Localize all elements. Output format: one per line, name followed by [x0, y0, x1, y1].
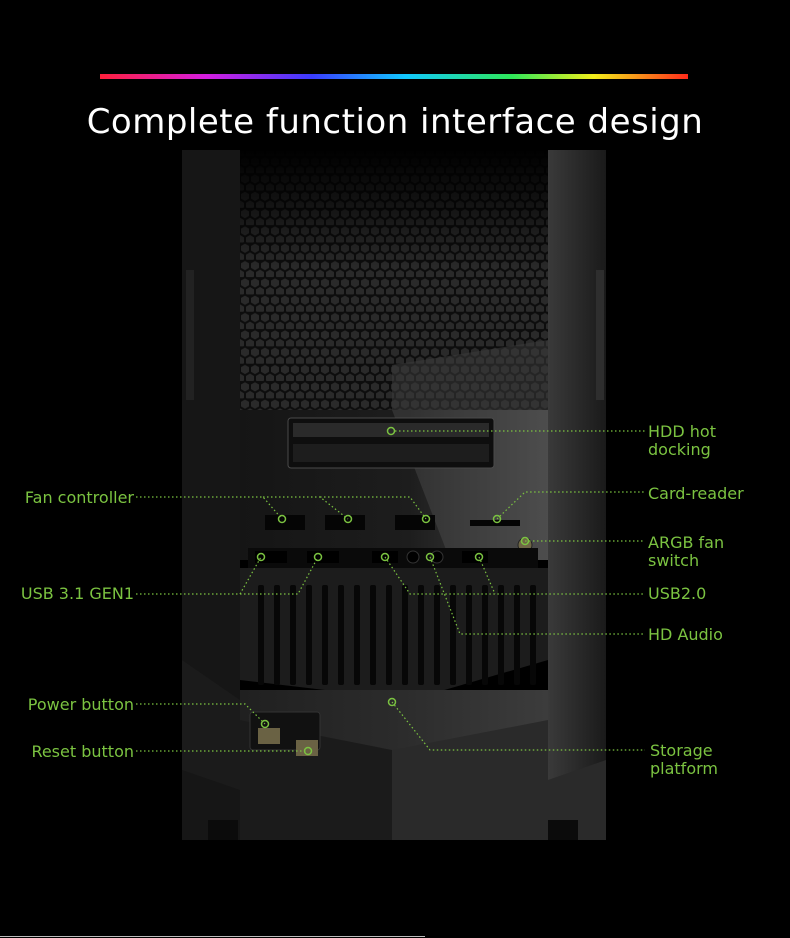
power-button-label: Power button — [27, 695, 134, 714]
storage-platform-line2: platform — [650, 759, 718, 778]
usb20-label: USB2.0 — [648, 584, 707, 603]
hdd-hot-docking-line1: HDD hot — [648, 422, 716, 441]
hdd-hot-docking-line2: docking — [648, 440, 711, 459]
rainbow-divider — [100, 74, 688, 79]
reset-button-label: Reset button — [31, 742, 134, 761]
storage-platform-label: Storage platform — [650, 742, 718, 778]
hd-audio-label: HD Audio — [648, 625, 723, 644]
card-reader-label: Card-reader — [648, 484, 744, 503]
argb-fan-switch-line1: ARGB fan — [648, 533, 725, 552]
storage-platform-line1: Storage — [650, 741, 713, 760]
argb-fan-switch-line2: switch — [648, 551, 700, 570]
bottom-divider — [0, 936, 425, 937]
usb31-label: USB 3.1 GEN1 — [20, 584, 134, 603]
fan-controller-label: Fan controller — [24, 488, 134, 507]
page-title: Complete function interface design — [86, 102, 704, 142]
argb-fan-switch-label: ARGB fan switch — [648, 534, 724, 570]
hdd-hot-docking-label: HDD hot docking — [648, 423, 716, 459]
